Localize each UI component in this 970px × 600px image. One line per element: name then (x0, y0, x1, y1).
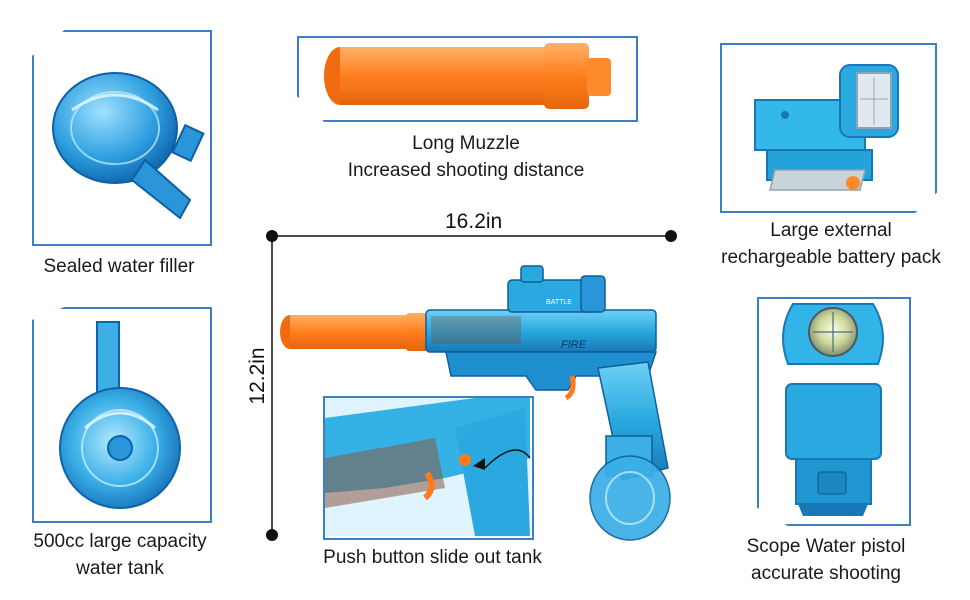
pushbutton-caption: Push button slide out tank (323, 547, 542, 568)
scope-icon (782, 303, 884, 516)
filler-caption: Sealed water filler (43, 256, 195, 277)
battery-pack-icon (754, 64, 899, 191)
muzzle-caption-line1: Long Muzzle (412, 133, 520, 154)
water-filler-icon (52, 72, 205, 220)
brand-text: BATTLE (546, 299, 572, 306)
push-button-icon (325, 398, 531, 536)
height-dimension: 12.2in (246, 347, 269, 405)
scope-caption-line2: accurate shooting (751, 563, 901, 584)
muzzle-icon (324, 43, 611, 109)
tank-caption-line2: water tank (76, 558, 164, 579)
muzzle-caption-line2: Increased shooting distance (347, 160, 585, 181)
water-pistol-image: FIRE BATTLE (280, 265, 671, 541)
tank-caption-line1: 500cc large capacity (33, 531, 207, 552)
scope-caption: Scope Water pistol accurate shooting (712, 533, 940, 587)
battery-caption: Large external rechargeable battery pack (700, 217, 962, 271)
width-dimension: 16.2in (445, 210, 503, 233)
battery-caption-line1: Large external (770, 220, 892, 241)
battery-caption-line2: rechargeable battery pack (721, 247, 941, 268)
scope-caption-line1: Scope Water pistol (746, 536, 906, 557)
muzzle-caption: Long Muzzle Increased shooting distance (300, 130, 632, 184)
tank-caption: 500cc large capacity water tank (4, 528, 236, 582)
water-tank-icon (59, 321, 181, 509)
slide-text: FIRE (561, 339, 587, 351)
